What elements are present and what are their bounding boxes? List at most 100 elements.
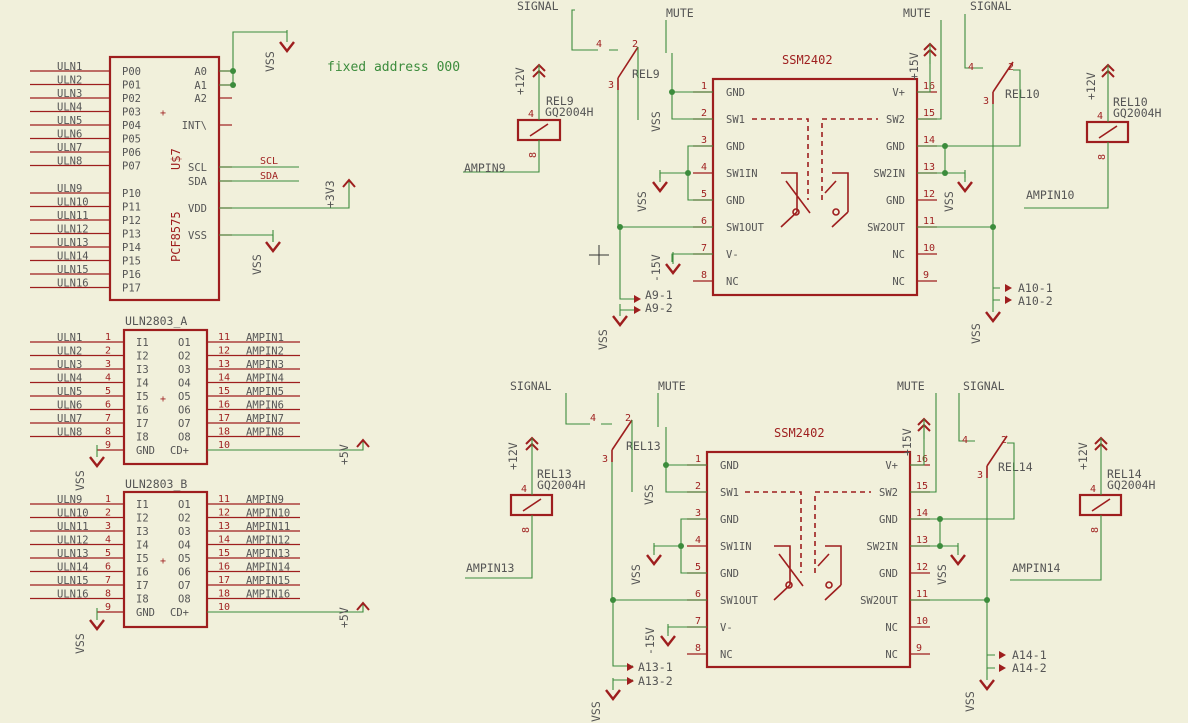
ssm-left-label: GND bbox=[726, 195, 745, 207]
pcf8575-chip[interactable]: + U$7 PCF8575 P00ULN1P01ULN2P02ULN3P03UL… bbox=[30, 55, 232, 302]
rel9-pin2: 2 bbox=[632, 39, 638, 50]
a13-outputs: A13-1 A13-2 bbox=[627, 660, 673, 688]
uln-out-num: 11 bbox=[218, 332, 230, 343]
uln-in-label: I6 bbox=[136, 567, 149, 579]
ssm-left-label: SW1OUT bbox=[720, 595, 759, 607]
relay-rel14[interactable]: SIGNAL 4 2 3 REL14 4 8 REL14 GQ2004H +12… bbox=[940, 379, 1156, 600]
a14-2-label: A14-2 bbox=[1012, 661, 1047, 675]
relay-rel10[interactable]: SIGNAL 4 2 3 REL10 4 8 REL10 GQ2004H +12… bbox=[945, 0, 1162, 227]
rel10-coil-name: REL10 bbox=[1113, 95, 1148, 109]
crosshair-cursor-icon bbox=[589, 245, 609, 265]
uln-out-num: 13 bbox=[218, 521, 230, 532]
ssm-left-label: GND bbox=[726, 141, 745, 153]
ssm1-vss-bottom-r: VSS bbox=[969, 323, 983, 344]
pcf-net-label: ULN11 bbox=[57, 210, 89, 222]
pcf-net-label: ULN2 bbox=[57, 75, 82, 87]
uln-a-origin-mark: + bbox=[160, 394, 166, 405]
uln-in-label: I7 bbox=[136, 418, 149, 430]
ssm-right-num: 14 bbox=[916, 508, 928, 519]
uln-b-origin-mark: + bbox=[160, 556, 166, 567]
uln-out-label: O2 bbox=[178, 351, 191, 363]
ssm-right-num: 10 bbox=[916, 616, 928, 627]
uln-in-num: 4 bbox=[105, 373, 111, 384]
rel10-coil-pin4: 4 bbox=[1097, 111, 1103, 122]
ssm-left-label: SW1IN bbox=[720, 541, 752, 553]
uln-in-label: I8 bbox=[136, 594, 149, 606]
ssm-left-label: SW1 bbox=[720, 487, 739, 499]
uln-out-label: O5 bbox=[178, 553, 191, 565]
ssm2-value: SSM2402 bbox=[774, 426, 825, 440]
ssm-right-num: 14 bbox=[923, 135, 935, 146]
pcf-net-label: ULN7 bbox=[57, 142, 82, 154]
relay-rel9[interactable]: SIGNAL 4 2 3 REL9 4 8 REL9 GQ2004H +12V … bbox=[463, 0, 660, 227]
ssm2-switch-graphic bbox=[745, 491, 871, 601]
uln-in-net: ULN2 bbox=[57, 346, 82, 358]
uln-out-net: AMPIN15 bbox=[246, 575, 290, 587]
uln-in-net: ULN14 bbox=[57, 562, 89, 574]
pcf-pin-label: P01 bbox=[122, 80, 141, 92]
uln-a-title: ULN2803_A bbox=[125, 314, 187, 328]
ssm-left-label: NC bbox=[726, 276, 739, 288]
pcf-net-label: ULN8 bbox=[57, 156, 82, 168]
pcf-pin-label: P06 bbox=[122, 147, 141, 159]
uln-out-net: AMPIN4 bbox=[246, 373, 284, 385]
ssm-right-label: NC bbox=[885, 622, 898, 634]
ssm-right-num: 12 bbox=[916, 562, 928, 573]
relay-rel13[interactable]: SIGNAL 4 2 3 REL13 4 8 REL13 GQ2004H +12… bbox=[465, 379, 661, 600]
uln-in-label: I4 bbox=[136, 378, 149, 390]
uln-out-net: AMPIN9 bbox=[246, 494, 284, 506]
uln-out-net: AMPIN5 bbox=[246, 386, 284, 398]
ssm2-vss-bottom: VSS bbox=[589, 701, 603, 722]
uln-in-label: I6 bbox=[136, 405, 149, 417]
uln-in-net: ULN9 bbox=[57, 494, 82, 506]
pcf-origin-mark: + bbox=[160, 108, 166, 119]
pcf-pin-label: P16 bbox=[122, 269, 141, 281]
rel10-pin2: 2 bbox=[1008, 62, 1014, 73]
ssm1-vss-label-sw1: VSS bbox=[649, 111, 663, 132]
ssm-right-num: 10 bbox=[923, 243, 935, 254]
uln-out-num: 14 bbox=[218, 373, 230, 384]
rel10-ampin-label: AMPIN10 bbox=[1026, 188, 1075, 202]
rel9-signal-label: SIGNAL bbox=[517, 0, 559, 13]
ssm1-vss-bottom: VSS bbox=[596, 329, 610, 350]
ssm1-vss-label-l: VSS bbox=[635, 191, 649, 212]
rel13-coil-value: GQ2004H bbox=[537, 478, 586, 492]
uln-in-label: I5 bbox=[136, 391, 149, 403]
rel13-pin4: 4 bbox=[590, 413, 596, 424]
a10-1-label: A10-1 bbox=[1018, 281, 1053, 295]
pcf-pin-label: A2 bbox=[194, 93, 207, 105]
uln-out-num: 17 bbox=[218, 575, 230, 586]
ssm-left-num: 1 bbox=[701, 81, 707, 92]
rel10-pin3: 3 bbox=[983, 96, 989, 107]
uln-in-net: ULN4 bbox=[57, 373, 82, 385]
rel13-coil-name: REL13 bbox=[537, 467, 572, 481]
ssm-left-num: 3 bbox=[695, 508, 701, 519]
a9-2-label: A9-2 bbox=[645, 301, 673, 315]
uln-in-net: ULN6 bbox=[57, 400, 82, 412]
pcf-net-label: ULN9 bbox=[57, 183, 82, 195]
rel14-coil-pin8: 8 bbox=[1090, 527, 1101, 533]
ssm2-vss-label-sw1: VSS bbox=[642, 484, 656, 505]
rel13-pin2: 2 bbox=[625, 413, 631, 424]
rel13-signal-label: SIGNAL bbox=[510, 379, 552, 393]
pcf-net-label: ULN16 bbox=[57, 278, 89, 290]
uln-out-label: O7 bbox=[178, 418, 191, 430]
rel14-coil-value: GQ2004H bbox=[1107, 478, 1156, 492]
rel14-coil-pin4: 4 bbox=[1090, 484, 1096, 495]
uln-cd-num: 10 bbox=[218, 440, 230, 451]
ssm1-switch-graphic bbox=[752, 118, 878, 228]
ssm-left-label: NC bbox=[720, 649, 733, 661]
ssm-right-label: NC bbox=[885, 649, 898, 661]
pcf-vss-label-2: VSS bbox=[250, 254, 264, 275]
uln-out-label: O6 bbox=[178, 567, 191, 579]
ssm-right-num: 11 bbox=[923, 216, 935, 227]
uln-out-label: O7 bbox=[178, 580, 191, 592]
pcf-pin-label: P14 bbox=[122, 242, 141, 254]
uln-out-label: O4 bbox=[178, 540, 191, 552]
